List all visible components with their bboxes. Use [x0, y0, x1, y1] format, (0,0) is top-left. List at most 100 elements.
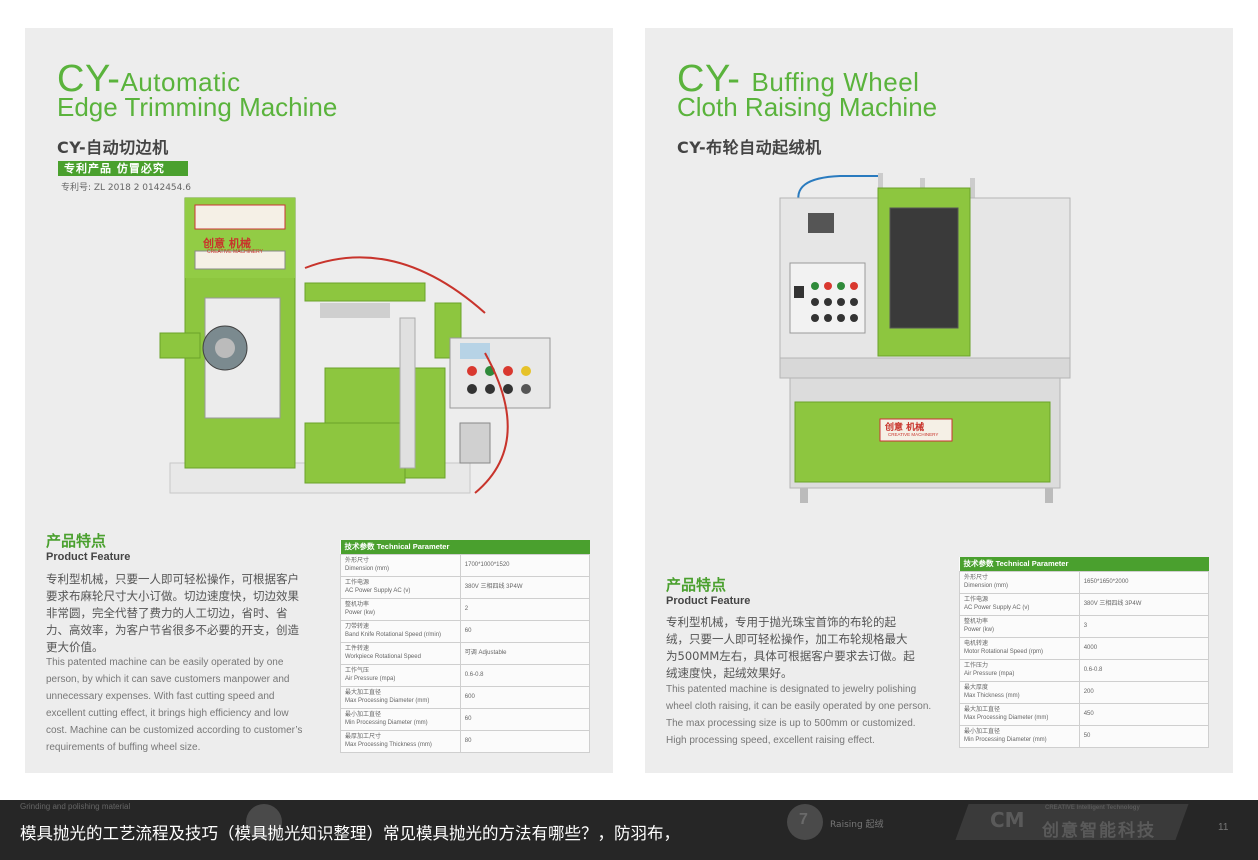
patent-number: 专利号: ZL 2018 2 0142454.6 — [61, 183, 191, 193]
parameter-name-cn: 最小加工直径 — [345, 712, 382, 718]
left-machine-sign: 创意 机械 — [203, 237, 251, 250]
left-title-cn: CY-自动切边机 — [57, 138, 169, 157]
parameter-value: 1700*1000*1520 — [459, 553, 591, 577]
left-title-word: Automatic — [120, 67, 241, 97]
patent-badge: 专利产品 仿冒必究 — [58, 161, 188, 176]
parameter-row: 电机转速 Motor Rotational Speed (rpm) 4000 — [959, 636, 1210, 660]
caption-text: 模具抛光的工艺流程及技巧（模具抛光知识整理）常见模具抛光的方法有哪些？，防羽布， — [20, 824, 680, 843]
parameter-name-en: Min Processing Diameter (mm) — [964, 737, 1047, 743]
right-title-line1: CY- Buffing Wheel — [677, 58, 919, 101]
parameter-row: 刀带转速 Band Knife Rotational Speed (r/min) 6… — [340, 619, 591, 643]
ghost-raising-label: Raising 起绒 — [830, 820, 884, 830]
parameter-name-en: Min Processing Diameter (mm) — [345, 720, 428, 726]
parameter-value: 0.6-0.8 — [459, 663, 591, 687]
parameter-name-cn: 整机功率 — [964, 619, 989, 625]
cloth-raising-machine-drawing — [779, 173, 1071, 503]
parameter-name-cn: 整机功率 — [345, 602, 370, 608]
parameter-value: 380V 三相四线 3P4W — [1078, 592, 1210, 616]
parameter-name: 刀带转速 Band Knife Rotational Speed (r/min) — [340, 619, 461, 643]
parameter-value: 450 — [1078, 702, 1210, 726]
right-machine-sign-en: CREATIVE MACHINERY — [888, 432, 939, 437]
right-feature-heading-en: Product Feature — [666, 595, 751, 607]
right-machine-sign: 创意 机械 — [885, 423, 925, 433]
parameter-name-en: Air Pressure (mpa) — [964, 671, 1015, 677]
edge-trimming-machine-drawing — [159, 197, 551, 494]
parameter-name-en: Workpiece Rotational Speed — [345, 654, 421, 660]
caption-bar: Grinding and polishing material 7 Raisin… — [0, 800, 1258, 860]
parameter-value: 60 — [459, 707, 591, 731]
parameter-value: 可调 Adjustable — [459, 641, 591, 665]
parameter-name: 最厚加工尺寸 Max Processing Thickness (mm) — [340, 729, 461, 753]
parameter-name-cn: 工作压力 — [964, 663, 989, 669]
right-title-prefix: CY- — [677, 58, 741, 100]
parameter-row: 整机功率 Power (kw) 3 — [959, 614, 1210, 638]
parameter-name-en: Max Thickness (mm) — [964, 693, 1020, 699]
cloth-raising-machine-image: 创意 机械 CREATIVE MACHINERY — [770, 168, 1080, 503]
edge-trimming-machine-image: 创意 机械 CREATIVE MACHINERY — [155, 193, 585, 533]
left-title-line1: CY-Automatic — [57, 58, 241, 101]
parameter-name-cn: 外形尺寸 — [964, 575, 989, 581]
parameter-value: 3 — [1078, 614, 1210, 638]
logo-text-en: CREATIVE Intelligent Technology — [1045, 805, 1140, 811]
left-title-line2: Edge Trimming Machine — [57, 92, 338, 122]
right-title-cn: CY-布轮自动起绒机 — [677, 138, 822, 157]
parameter-name-en: Max Processing Diameter (mm) — [345, 698, 430, 704]
parameter-name-en: AC Power Supply AC (v) — [964, 605, 1030, 611]
left-description-en: This patented machine can be easily oper… — [46, 657, 303, 753]
left-description-cn: 专利型机械，只要一人即可轻松操作，可根据客户要求布麻轮尺寸大小订做。切边速度快，… — [46, 572, 299, 654]
right-title-word: Buffing Wheel — [751, 67, 920, 97]
parameter-name: 最大厚度 Max Thickness (mm) — [959, 680, 1080, 704]
left-machine-sign-en: CREATIVE MACHINERY — [207, 249, 263, 255]
right-feature-heading-cn: 产品特点 — [666, 576, 727, 594]
left-table-header: 技术参数 Technical Parameter — [340, 540, 590, 554]
parameter-name: 电机转速 Motor Rotational Speed (rpm) — [959, 636, 1080, 660]
parameter-name: 工作压力 Air Pressure (mpa) — [959, 658, 1080, 682]
parameter-name-cn: 最大加工直径 — [964, 707, 1001, 713]
parameter-name: 最小加工直径 Min Processing Diameter (mm) — [340, 707, 461, 731]
parameter-name-en: Motor Rotational Speed (rpm) — [964, 649, 1044, 655]
right-table-header: 技术参数 Technical Parameter — [959, 557, 1209, 571]
ghost-step-circle — [246, 804, 282, 840]
parameter-name-cn: 刀带转速 — [345, 624, 370, 630]
parameter-name-cn: 电机转速 — [964, 641, 989, 647]
parameter-name-cn: 最大厚度 — [964, 685, 989, 691]
page-number: 11 — [1218, 822, 1229, 833]
parameter-name: 整机功率 Power (kw) — [959, 614, 1080, 638]
right-product-panel: CY- Buffing Wheel Cloth Raising Machine … — [645, 28, 1233, 773]
right-description-en: This patented machine is designated to j… — [666, 684, 932, 746]
parameter-value: 4000 — [1078, 636, 1210, 660]
parameter-name-en: Band Knife Rotational Speed (r/min) — [345, 632, 442, 638]
right-description-cn: 专利型机械，专用于抛光珠宝首饰的布轮的起绒，只要一人即可轻松操作，加工布轮规格最… — [666, 615, 915, 680]
parameter-name-cn: 最小加工直径 — [964, 729, 1001, 735]
parameter-name-cn: 最厚加工尺寸 — [345, 734, 382, 740]
parameter-name-en: Air Pressure (mpa) — [345, 676, 396, 682]
parameter-value: 80 — [459, 729, 591, 753]
ghost-step-number: 7 — [799, 811, 808, 828]
parameter-value: 60 — [459, 619, 591, 643]
parameter-name-en: Power (kw) — [964, 627, 995, 633]
parameter-name-en: Max Processing Thickness (mm) — [345, 742, 432, 748]
parameter-name-en: AC Power Supply AC (v) — [345, 588, 411, 594]
logo-text-cn: 创意智能科技 — [1042, 821, 1156, 841]
parameter-row: 最小加工直径 Min Processing Diameter (mm) 60 — [340, 707, 591, 731]
